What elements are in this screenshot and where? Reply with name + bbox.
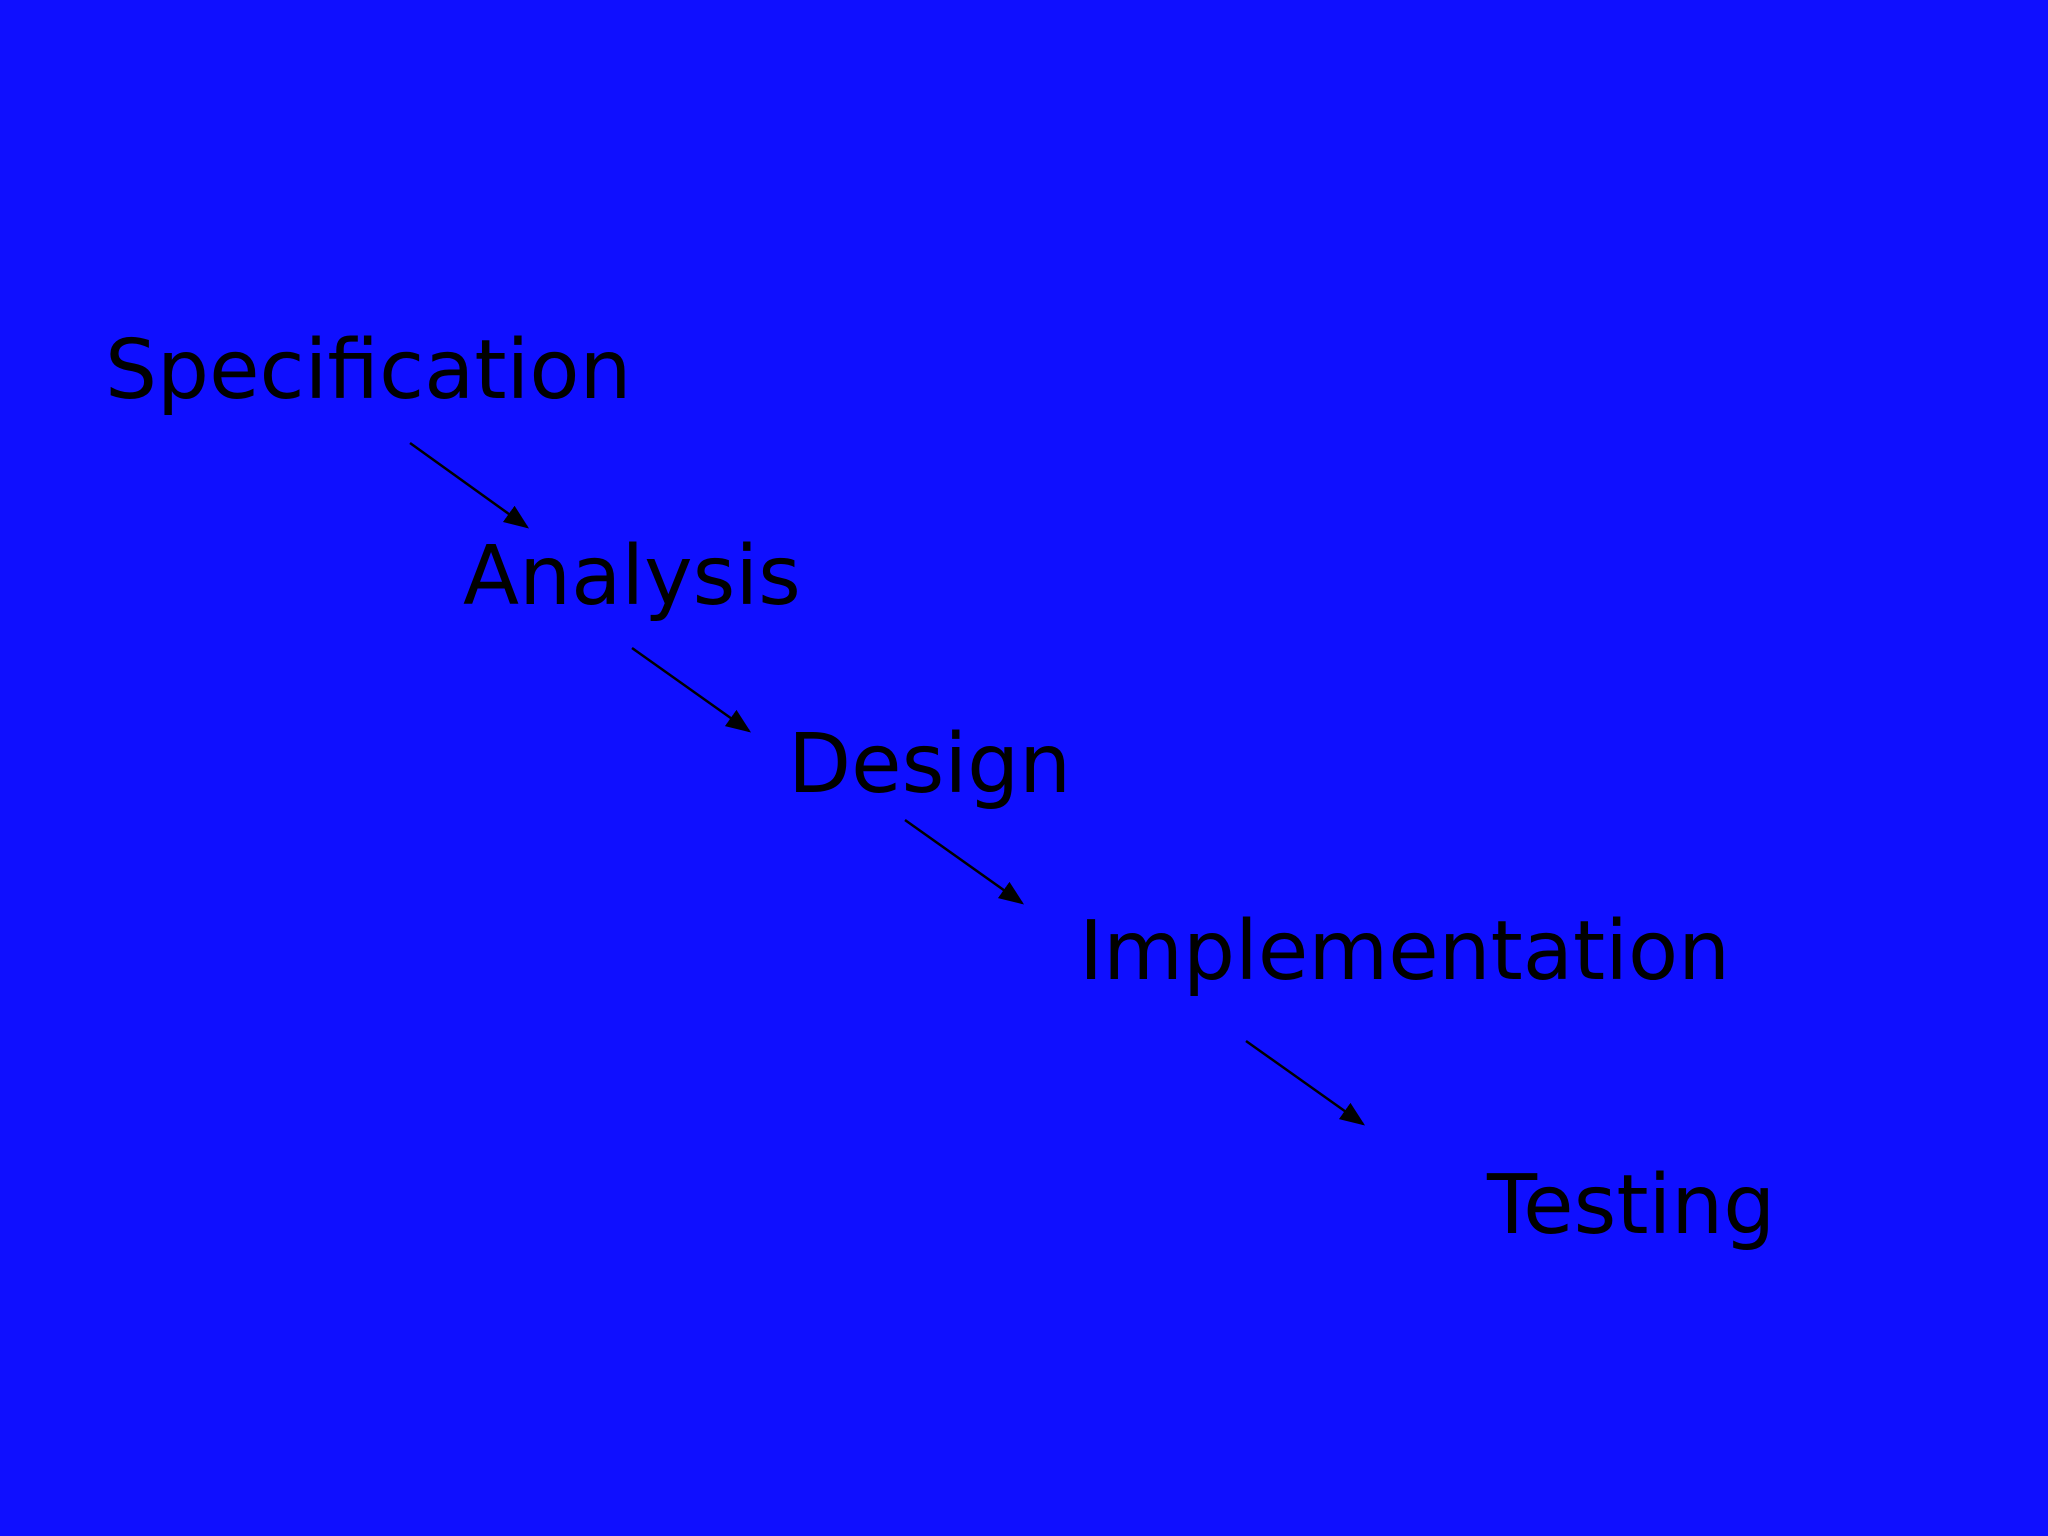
arrow-specification-to-analysis [409,441,530,529]
arrow-implementation-to-testing [1245,1039,1366,1126]
arrow-design-to-implementation [904,818,1025,905]
stage-analysis: Analysis [463,529,801,624]
stage-implementation: Implementation [1079,904,1731,999]
stage-testing: Testing [1487,1158,1776,1253]
stage-design: Design [788,717,1072,812]
stage-specification: Specification [105,323,632,418]
arrow-analysis-to-design [631,646,752,733]
